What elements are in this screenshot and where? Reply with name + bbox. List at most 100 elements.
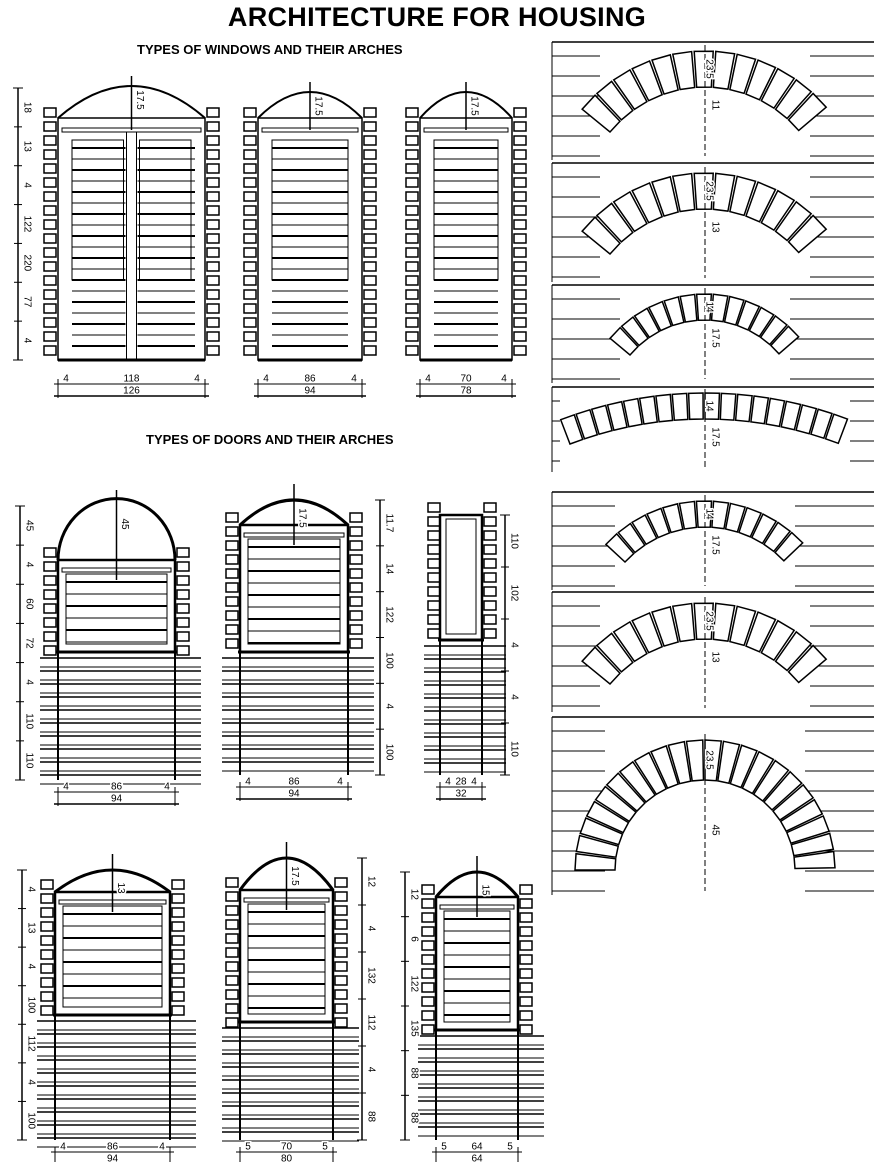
voussoir-brick bbox=[590, 404, 613, 436]
voussoir-brick bbox=[651, 53, 680, 95]
voussoir-brick bbox=[633, 307, 661, 339]
voussoir-brick bbox=[638, 395, 659, 425]
voussoir-brick bbox=[774, 78, 813, 120]
voussoir-brick bbox=[712, 602, 736, 642]
voussoir-brick bbox=[710, 293, 729, 323]
arch-rise-label: 13 bbox=[709, 651, 720, 663]
dimension-label: 80 bbox=[281, 1154, 293, 1162]
dimension-label: 132 bbox=[365, 967, 376, 984]
voussoir-brick bbox=[671, 392, 689, 422]
voussoir-brick bbox=[729, 605, 757, 647]
voussoir-brick bbox=[631, 59, 664, 102]
voussoir-brick bbox=[716, 740, 741, 785]
dimension-label: 17.5 bbox=[312, 96, 323, 116]
dimension-label: 13 bbox=[21, 141, 32, 153]
voussoir-brick bbox=[574, 852, 617, 871]
arch-detail-4: 14 17.5 bbox=[551, 386, 874, 472]
dimension-label: 17.5 bbox=[296, 508, 307, 528]
dimension-label: 135 bbox=[408, 1020, 419, 1037]
dimension-label: 64 bbox=[471, 1142, 483, 1153]
voussoir-brick bbox=[729, 744, 758, 789]
arch-rise-label: 17.5 bbox=[709, 427, 720, 447]
dimension-label: 94 bbox=[288, 789, 300, 800]
dimension-label: 4 bbox=[25, 964, 36, 970]
voussoir-brick bbox=[594, 785, 638, 823]
dimension-label: 88 bbox=[365, 1111, 376, 1123]
dimension-label: 94 bbox=[304, 386, 316, 397]
dimension-label: 70 bbox=[460, 374, 472, 385]
voussoir-brick bbox=[693, 172, 714, 211]
voussoir-brick bbox=[612, 68, 648, 111]
dimension-label: 4 bbox=[164, 782, 170, 793]
voussoir-brick bbox=[795, 404, 818, 435]
voussoir-brick bbox=[620, 316, 650, 347]
arch-detail-5: 14 17.5 bbox=[551, 491, 874, 590]
voussoir-brick bbox=[605, 772, 646, 813]
voussoir-brick bbox=[679, 293, 698, 323]
arch-depth-label: 14 bbox=[703, 301, 714, 313]
dimension-label: 118 bbox=[124, 374, 140, 385]
voussoir-brick bbox=[771, 783, 815, 822]
voussoir-brick bbox=[750, 513, 778, 545]
dimension-label: 4 bbox=[508, 642, 519, 648]
voussoir-brick bbox=[579, 817, 624, 846]
voussoir-brick bbox=[738, 506, 763, 538]
dimension-label: 4 bbox=[383, 703, 394, 709]
arch-detail-1: 23.511 bbox=[551, 41, 874, 160]
voussoir-brick bbox=[595, 202, 634, 243]
arch-depth-label: 14 bbox=[703, 400, 714, 412]
dimension-label: 4 bbox=[425, 374, 431, 385]
voussoir-brick bbox=[760, 189, 796, 232]
dimension-label: 45 bbox=[23, 520, 34, 532]
voussoir-brick bbox=[773, 531, 804, 562]
dimension-label: 122 bbox=[408, 975, 419, 992]
voussoir-brick bbox=[734, 393, 753, 423]
voussoir-brick bbox=[604, 532, 635, 564]
voussoir-brick bbox=[622, 397, 643, 428]
dimension-label: 4 bbox=[63, 374, 69, 385]
dimension-label: 28 bbox=[455, 777, 467, 788]
dimension-label: 4 bbox=[508, 694, 519, 700]
voussoir-brick bbox=[695, 293, 713, 321]
dimension-label: 100 bbox=[25, 997, 36, 1014]
voussoir-brick bbox=[752, 759, 790, 803]
dimension-label: 13 bbox=[115, 882, 126, 894]
voussoir-brick bbox=[585, 800, 630, 834]
doors-heading: TYPES OF DOORS AND THEIR ARCHES bbox=[146, 432, 394, 447]
dimension-label: 110 bbox=[508, 741, 519, 757]
dimension-label: 17.5 bbox=[289, 866, 300, 886]
dimension-label: 102 bbox=[508, 585, 519, 602]
voussoir-brick bbox=[646, 507, 671, 539]
voussoir-brick bbox=[575, 834, 620, 859]
voussoir-brick bbox=[712, 50, 736, 90]
voussoir-brick bbox=[559, 413, 584, 445]
voussoir-brick bbox=[631, 611, 664, 654]
dimension-label: 17.5 bbox=[468, 96, 479, 116]
dimension-label: 77 bbox=[21, 296, 32, 308]
dimension-label: 4 bbox=[23, 562, 34, 568]
voussoir-brick bbox=[712, 172, 736, 212]
arch-rise-label: 17.5 bbox=[709, 535, 720, 555]
voussoir-brick bbox=[631, 513, 658, 546]
dimension-label: 5 bbox=[441, 1142, 447, 1153]
dimension-label: 86 bbox=[111, 782, 123, 793]
arch-depth-label: 14 bbox=[703, 508, 714, 520]
voussoir-brick bbox=[790, 832, 835, 857]
dimension-label: 112 bbox=[365, 1015, 376, 1031]
dimension-label: 5 bbox=[507, 1142, 513, 1153]
dimension-label: 4 bbox=[60, 1142, 66, 1153]
dimension-label: 4 bbox=[365, 926, 376, 932]
voussoir-brick bbox=[724, 502, 747, 533]
voussoir-brick bbox=[779, 798, 824, 833]
dimension-label: 122 bbox=[383, 606, 394, 623]
voussoir-brick bbox=[774, 630, 813, 672]
voussoir-brick bbox=[723, 295, 745, 326]
windows-heading: TYPES OF WINDOWS AND THEIR ARCHES bbox=[137, 42, 403, 57]
